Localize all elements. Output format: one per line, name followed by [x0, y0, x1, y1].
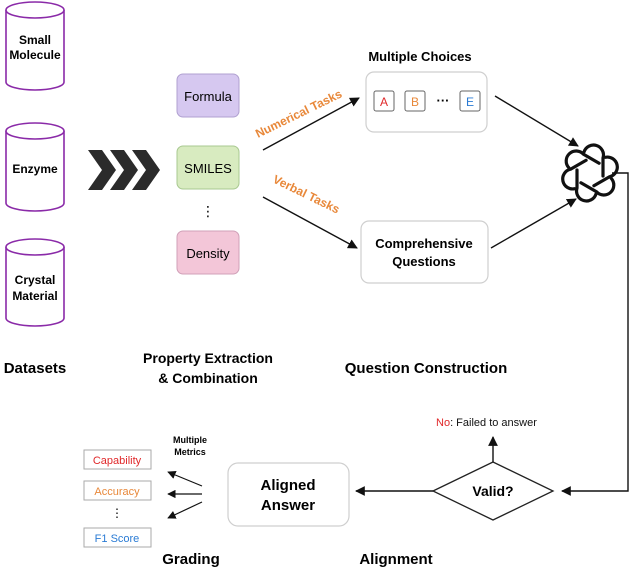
aligned-answer-box: Aligned Answer [227, 462, 350, 527]
verbal-task-arrow [262, 196, 358, 249]
option-e: E [466, 95, 474, 109]
numerical-task-arrow [262, 97, 360, 151]
svg-text:Valid?: Valid? [472, 483, 513, 499]
svg-text:SMILES: SMILES [184, 161, 232, 176]
section-label-property: & Combination [158, 370, 258, 386]
failed-to-answer-text: No: Failed to answer [436, 417, 537, 429]
property-smiles: SMILES [176, 145, 240, 190]
dataset-label: Material [12, 289, 57, 303]
svg-text:Answer: Answer [261, 497, 315, 514]
questions-to-model-arrow [490, 198, 577, 249]
section-label-datasets: Datasets [4, 360, 67, 377]
metric-accuracy: Accuracy [83, 480, 152, 501]
metrics-title: Multiple [173, 435, 207, 445]
svg-text:Questions: Questions [392, 254, 456, 269]
svg-text:Capability: Capability [93, 455, 142, 467]
section-label-property: Property Extraction [143, 350, 273, 366]
grading-arrow [167, 501, 203, 519]
multiple-choices-box: A B ··· E [365, 71, 488, 133]
metrics-title: Metrics [174, 447, 206, 457]
section-label-alignment: Alignment [359, 551, 432, 568]
openai-logo-icon [561, 143, 619, 203]
choices-to-model-arrow [494, 95, 579, 147]
svg-text:F1 Score: F1 Score [95, 533, 140, 545]
grading-arrow [167, 470, 203, 487]
dataset-small-molecule: Small Molecule [5, 1, 65, 91]
svg-text:Density: Density [186, 246, 230, 261]
svg-text:Accuracy: Accuracy [94, 486, 140, 498]
property-density: Density [176, 230, 240, 275]
metric-capability: Capability [83, 449, 152, 470]
dataset-enzyme: Enzyme [5, 122, 65, 212]
property-ellipsis: ⋮ [201, 203, 215, 219]
dataset-crystal-material: Crystal Material [5, 238, 65, 327]
property-formula: Formula [176, 73, 240, 118]
dataset-label: Crystal [15, 273, 56, 287]
metric-ellipsis: ⋮ [111, 506, 123, 520]
metric-f1-score: F1 Score [83, 527, 152, 548]
verbal-tasks-label: Verbal Tasks [271, 172, 343, 217]
option-a: A [380, 95, 388, 109]
option-b: B [411, 95, 419, 109]
section-label-grading: Grading [162, 551, 220, 568]
model-to-valid-arrow [561, 172, 629, 496]
svg-text:Aligned: Aligned [261, 477, 316, 494]
option-ellipsis: ··· [437, 93, 450, 108]
dataset-label: Small [19, 33, 51, 47]
multiple-choices-title: Multiple Choices [368, 49, 471, 64]
chevron-arrows-icon [88, 150, 160, 190]
dataset-label: Enzyme [12, 162, 58, 176]
valid-diamond: Valid? [431, 461, 555, 521]
section-label-question: Question Construction [345, 360, 508, 377]
dataset-label: Molecule [9, 48, 61, 62]
comprehensive-questions-box: Comprehensive Questions [360, 220, 489, 284]
svg-text:Formula: Formula [184, 89, 232, 104]
svg-text:Comprehensive: Comprehensive [375, 236, 473, 251]
